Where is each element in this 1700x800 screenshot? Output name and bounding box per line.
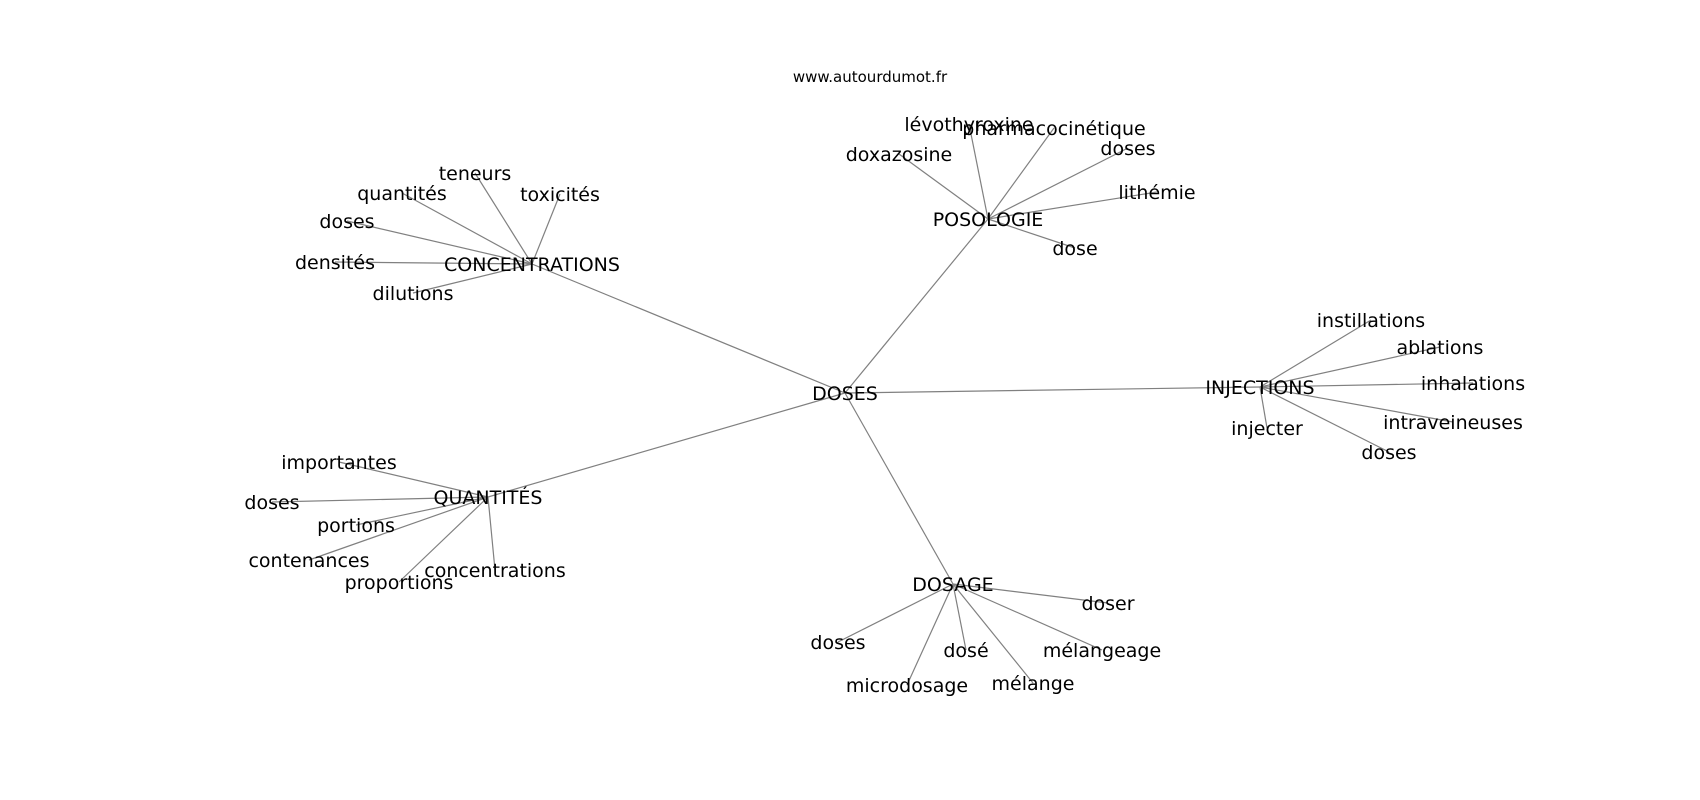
edge-dosage-0 [952,583,1109,604]
node-leaf-quantites-2[interactable]: portions [317,515,395,537]
node-leaf-quantites-0[interactable]: importantes [281,452,396,474]
edge-injections-0 [1259,319,1372,388]
node-leaf-quantites-4[interactable]: concentrations [424,560,566,582]
edge-concentrations-1 [401,192,533,265]
node-leaf-concentrations-3[interactable]: doses [319,211,374,233]
edge-center-concentrations [531,263,846,394]
node-leaf-concentrations-5[interactable]: dilutions [373,283,454,305]
node-leaf-concentrations-1[interactable]: quantités [357,183,447,205]
node-hub-quantites[interactable]: QUANTITÉS [434,486,543,509]
node-leaf-posologie-5[interactable]: dose [1052,238,1097,260]
node-leaf-posologie-4[interactable]: lithémie [1118,182,1195,204]
edge-center-quantites [487,392,846,498]
node-leaf-dosage-4[interactable]: mélange [992,673,1075,695]
edge-injections-2 [1259,382,1474,388]
node-leaf-dosage-0[interactable]: doser [1081,593,1134,615]
node-leaf-dosage-2[interactable]: doses [810,632,865,654]
node-leaf-quantites-3[interactable]: contenances [248,550,369,572]
node-leaf-posologie-0[interactable]: lévothyroxine [904,114,1033,136]
edge-quantites-1 [271,496,489,503]
node-leaf-concentrations-2[interactable]: toxicités [520,184,600,206]
node-leaf-quantites-5[interactable]: proportions [345,572,454,594]
edge-concentrations-4 [334,261,533,265]
node-hub-dosage[interactable]: DOSAGE [912,574,993,596]
edge-center-dosage [844,392,954,585]
edge-dosage-1 [952,583,1103,651]
node-leaf-injections-4[interactable]: injecter [1231,418,1303,440]
edge-posologie-0 [968,123,989,220]
edge-posologie-2 [898,153,989,220]
node-leaf-dosage-3[interactable]: dosé [943,640,988,662]
graph-edges [271,123,1474,686]
edge-injections-1 [1259,346,1441,388]
node-hub-concentrations[interactable]: CONCENTRATIONS [444,254,620,276]
edge-center-injections [844,386,1261,394]
edge-concentrations-0 [474,172,533,265]
edge-quantites-3 [308,496,489,561]
edge-dosage-4 [952,583,1034,684]
edge-quantites-4 [487,496,496,571]
node-leaf-injections-0[interactable]: instillations [1317,310,1425,332]
node-leaf-posologie-3[interactable]: doses [1100,138,1155,160]
edge-quantites-0 [338,461,489,498]
node-leaf-posologie-1[interactable]: pharmacocinétique [962,118,1145,140]
edge-concentrations-2 [531,193,561,265]
edge-center-posologie [844,218,989,394]
edge-posologie-1 [987,127,1055,220]
node-leaf-injections-5[interactable]: doses [1361,442,1416,464]
node-leaf-injections-1[interactable]: ablations [1397,337,1484,359]
edge-posologie-3 [987,147,1129,220]
edge-posologie-4 [987,191,1158,220]
edge-dosage-2 [837,583,954,643]
edge-quantites-5 [398,496,489,583]
node-leaf-concentrations-0[interactable]: teneurs [439,163,512,185]
edge-posologie-5 [987,218,1076,249]
source-watermark: www.autourdumot.fr [793,68,948,86]
node-leaf-quantites-1[interactable]: doses [244,492,299,514]
edge-injections-3 [1259,386,1454,423]
edge-quantites-2 [355,496,489,526]
node-leaf-dosage-1[interactable]: mélangeage [1043,640,1161,662]
node-leaf-concentrations-4[interactable]: densités [295,252,375,274]
node-hub-injections[interactable]: INJECTIONS [1205,377,1314,399]
node-center[interactable]: DOSES [812,383,878,405]
edge-injections-4 [1259,386,1268,429]
node-leaf-dosage-5[interactable]: microdosage [846,675,968,697]
node-leaf-injections-3[interactable]: intraveineuses [1383,412,1523,434]
graph-labels: www.autourdumot.fr DOSES CONCENTRATIONS te… [244,68,1525,697]
node-leaf-posologie-2[interactable]: doxazosine [846,144,953,166]
edge-concentrations-3 [346,220,533,265]
edge-concentrations-5 [412,263,533,294]
node-leaf-injections-2[interactable]: inhalations [1421,373,1525,395]
edge-injections-5 [1259,386,1390,453]
node-hub-posologie[interactable]: POSOLOGIE [933,209,1044,231]
edge-dosage-3 [952,583,967,651]
edge-dosage-5 [906,583,954,686]
